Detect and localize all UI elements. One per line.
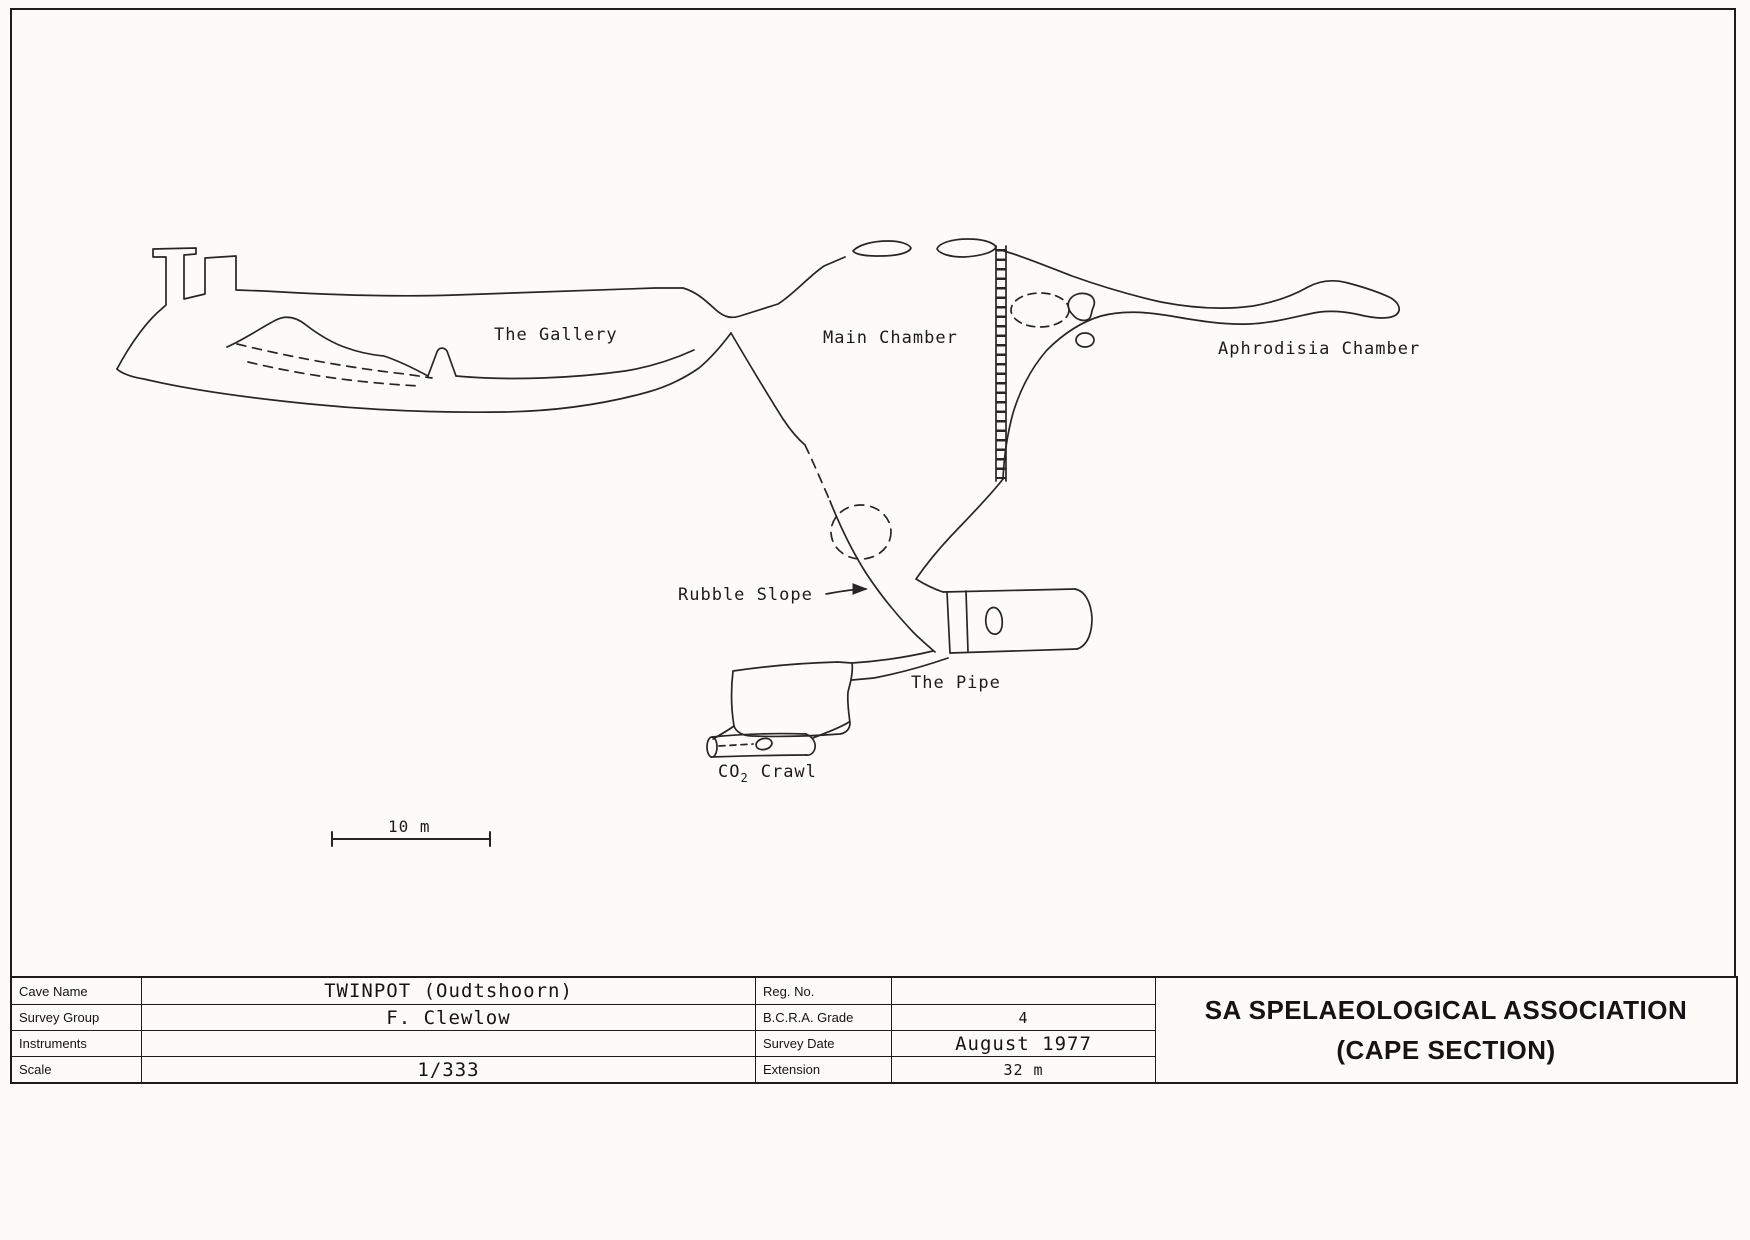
cave-name-value: TWINPOT (Oudtshoorn) <box>142 978 756 1004</box>
rubble-slope-wall <box>829 500 936 653</box>
survey-group-value: F. Clewlow <box>142 1004 756 1030</box>
gallery-floor-peak <box>427 347 457 377</box>
instruments-value <box>142 1030 756 1056</box>
reg-no-label: Reg. No. <box>756 978 892 1004</box>
instruments-label: Instruments <box>12 1030 142 1056</box>
bcra-grade-value: 4 <box>892 1004 1156 1030</box>
rubble-dashed-pit <box>830 504 892 560</box>
gallery-south-wall <box>116 332 732 414</box>
gallery-hidden-ledge-dashed-2 <box>247 361 421 387</box>
label-rubble-slope: Rubble Slope <box>678 585 813 605</box>
lower-passage-lower-wall <box>851 657 949 681</box>
aphrodisia-outline <box>1002 250 1401 480</box>
scale-bar-label: 10 m <box>388 817 431 836</box>
main-chamber-block-detail <box>1067 292 1096 322</box>
pipe-outline <box>942 588 1093 654</box>
label-aphrodisia-chamber: Aphrodisia Chamber <box>1218 339 1421 359</box>
main-chamber-dashed-pool <box>1010 292 1070 328</box>
label-the-gallery: The Gallery <box>494 325 618 345</box>
descent-west-wall-dashed <box>804 444 831 502</box>
survey-group-label: Survey Group <box>12 1004 142 1030</box>
lower-passage-upper-wall <box>851 650 934 664</box>
title-block: Cave Name TWINPOT (Oudtshoorn) Reg. No. … <box>10 976 1738 1084</box>
gallery-floor-ledge <box>455 349 695 380</box>
pipe-boulder <box>984 606 1004 636</box>
cave-name-label: Cave Name <box>12 978 142 1004</box>
extension-label: Extension <box>756 1056 892 1082</box>
label-main-chamber: Main Chamber <box>823 328 958 348</box>
scale-row-value: 1/333 <box>142 1056 756 1082</box>
co2-suffix: Crawl <box>760 762 817 782</box>
association-line1: SA SPELAEOLOGICAL ASSOCIATION <box>1204 994 1688 1025</box>
gallery-hidden-ledge-dashed-1 <box>236 343 433 379</box>
rubble-slope-arrow <box>825 583 868 595</box>
main-chamber-roof-block-1 <box>852 240 912 257</box>
descent-west-wall <box>730 332 806 446</box>
bcra-grade-label: B.C.R.A. Grade <box>756 1004 892 1030</box>
reg-no-value <box>892 978 1156 1004</box>
main-chamber-roof-block-2 <box>936 238 997 258</box>
co2-subscript: 2 <box>740 771 748 785</box>
descent-east-wall <box>915 478 1004 593</box>
survey-date-value: August 1977 <box>892 1030 1156 1056</box>
gallery-floor-mound <box>226 316 429 377</box>
association-name: SA SPELAEOLOGICAL ASSOCIATION (CAPE SECT… <box>1156 978 1736 1082</box>
label-the-pipe: The Pipe <box>911 673 1001 693</box>
co2-prefix: CO <box>718 762 741 782</box>
lower-chamber-outline <box>730 661 854 738</box>
survey-date-label: Survey Date <box>756 1030 892 1056</box>
extension-value: 32 m <box>892 1056 1156 1082</box>
gallery-north-wall <box>116 247 846 370</box>
association-line2: (CAPE SECTION) <box>1336 1035 1556 1065</box>
main-chamber-small-block <box>1075 332 1095 348</box>
co2-crawl-tube <box>706 732 817 758</box>
lower-chamber-to-crawl-right <box>812 721 850 739</box>
ladder-symbol <box>995 245 1007 482</box>
scale-bar <box>331 831 491 847</box>
label-co2-crawl: CO2 Crawl <box>718 762 817 785</box>
scale-row-label: Scale <box>12 1056 142 1082</box>
